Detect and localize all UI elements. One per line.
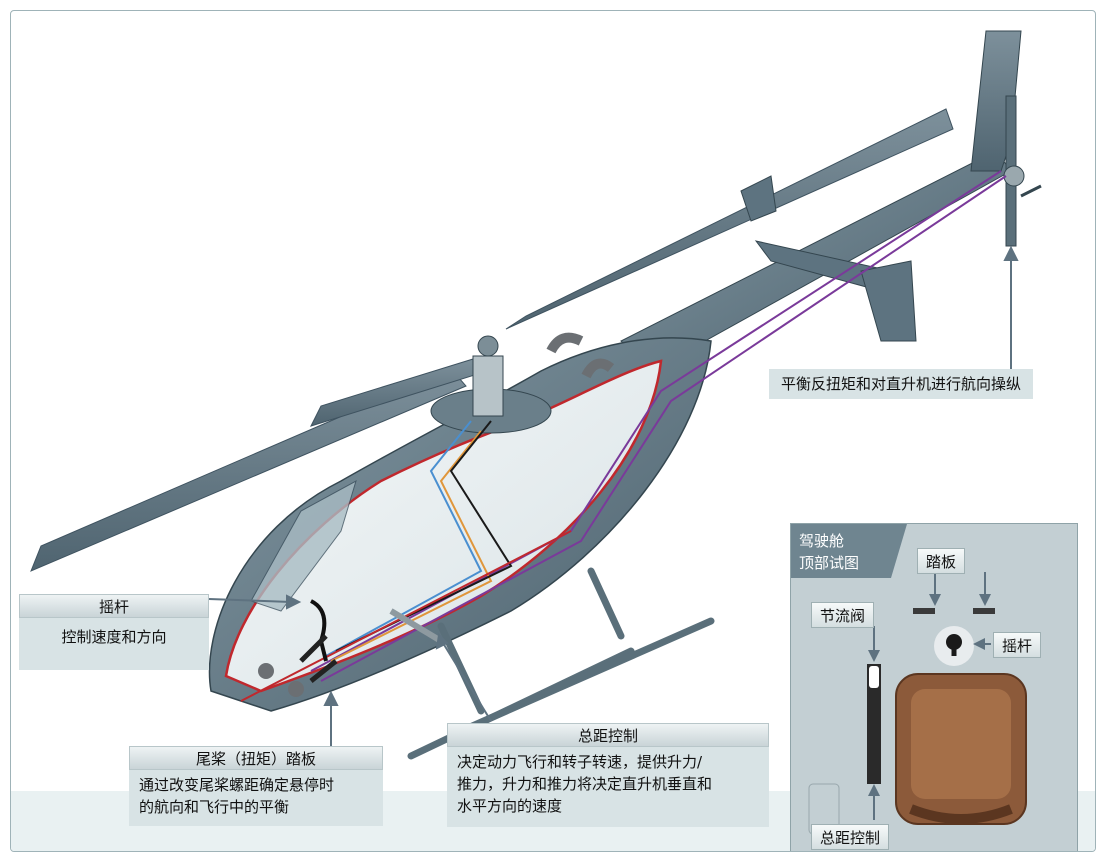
helicopter-cutaway-illustration <box>30 30 1042 760</box>
tail-boom <box>620 30 1042 372</box>
control-linkages <box>240 170 1007 702</box>
pedals-title: 尾桨（扭矩）踏板 <box>129 746 383 770</box>
cyclic-callout: 摇杆 控制速度和方向 <box>19 594 209 670</box>
inset-illustration <box>791 524 1027 835</box>
inset-cyclic-tag: 摇杆 <box>993 632 1042 658</box>
leader-lines <box>208 245 1019 746</box>
collective-title: 总距控制 <box>447 723 769 747</box>
inset-collective-tag: 总距控制 <box>811 824 890 850</box>
seat-cushion <box>911 689 1011 799</box>
pedals-desc-line1: 通过改变尾桨螺距确定悬停时 <box>139 776 335 794</box>
main-rotor-blades <box>30 108 954 572</box>
inset-throttle-tag: 节流阀 <box>811 602 875 628</box>
pedals-description: 通过改变尾桨螺距确定悬停时 的航向和飞行中的平衡 <box>129 770 383 826</box>
left-pedal <box>913 608 935 614</box>
diagram-frame: 摇杆 控制速度和方向 平衡反扭矩和对直升机进行航向操纵 尾桨（扭矩）踏板 通过改… <box>10 10 1096 852</box>
right-pedal <box>973 608 995 614</box>
inset-pedals-tag: 踏板 <box>917 548 966 574</box>
pedals-callout: 尾桨（扭矩）踏板 通过改变尾桨螺距确定悬停时 的航向和飞行中的平衡 <box>129 746 383 826</box>
tail-rotor-callout: 平衡反扭矩和对直升机进行航向操纵 <box>769 369 1034 399</box>
collective-callout: 总距控制 决定动力飞行和转子转速，提供升力/ 推力，升力和推力将决定直升机垂直和… <box>447 723 769 827</box>
cockpit-top-view-inset: 驾驶舱 顶部试图 踏板 节流阀 摇杆 总距控制 <box>790 523 1078 851</box>
cyclic-description: 控制速度和方向 <box>19 618 209 670</box>
cyclic-title: 摇杆 <box>19 594 209 618</box>
inset-title-line1: 驾驶舱 <box>799 532 845 550</box>
inset-title-line2: 顶部试图 <box>799 554 860 572</box>
collective-desc-line1: 决定动力飞行和转子转速，提供升力/ <box>457 753 703 771</box>
collective-desc-line3: 水平方向的速度 <box>457 797 563 815</box>
pedals-desc-line2: 的航向和飞行中的平衡 <box>139 798 290 816</box>
inset-title-tab <box>791 524 907 578</box>
collective-desc-line2: 推力，升力和推力将决定直升机垂直和 <box>457 775 713 793</box>
inset-title: 驾驶舱 顶部试图 <box>799 530 859 574</box>
cockpit-controls <box>258 599 338 697</box>
collective-lever <box>867 664 881 784</box>
collective-description: 决定动力飞行和转子转速，提供升力/ 推力，升力和推力将决定直升机垂直和 水平方向… <box>447 747 769 827</box>
